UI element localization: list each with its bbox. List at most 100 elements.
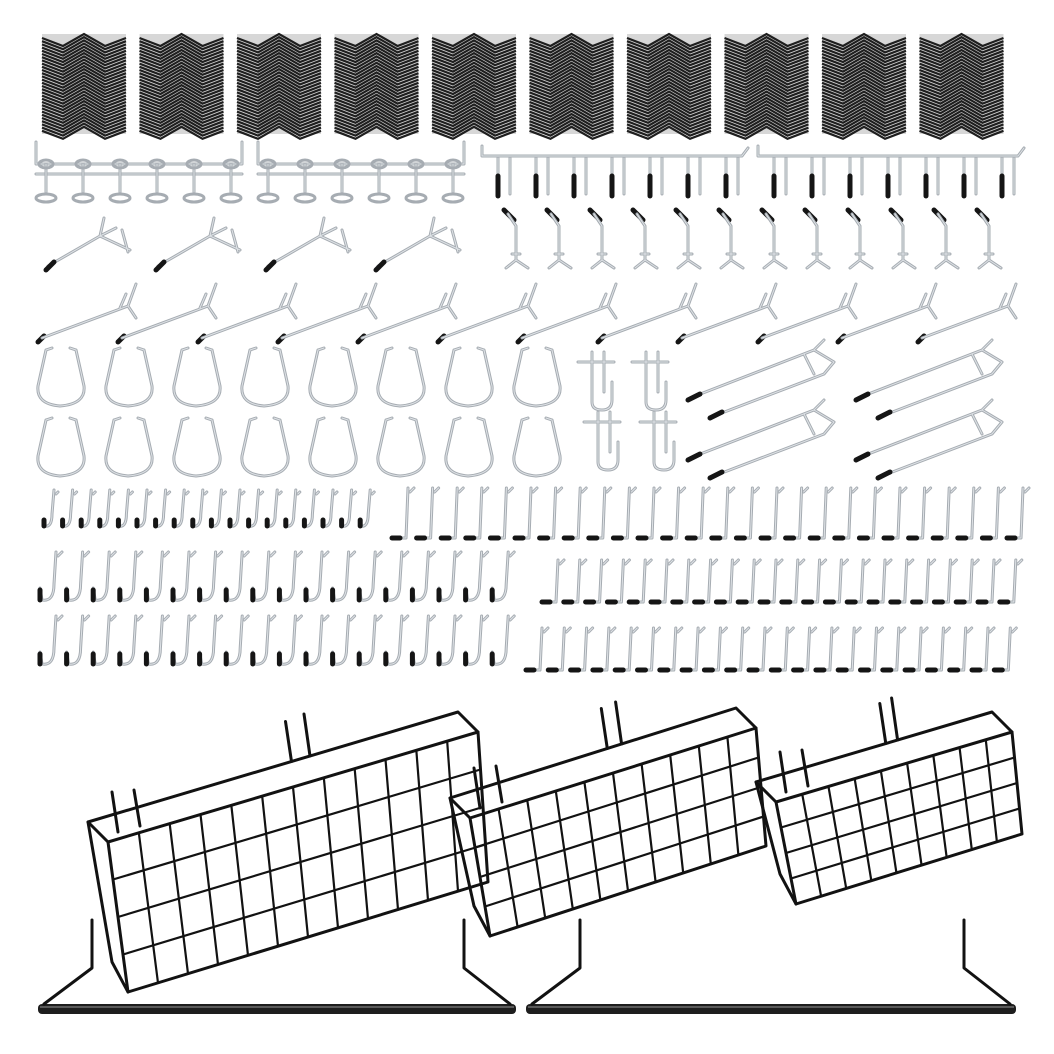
prong-hook [630, 207, 659, 270]
prong-hook [544, 207, 573, 270]
large-j-hook [170, 550, 197, 603]
l-hook [684, 486, 711, 541]
large-j-hook [303, 614, 330, 667]
l-hook [997, 558, 1024, 605]
loop-hook [308, 346, 358, 408]
small-j-hook [190, 488, 209, 529]
l-hook [931, 558, 958, 605]
large-j-hook [356, 550, 383, 603]
large-j-hook [383, 550, 410, 603]
basket-medium [448, 700, 768, 938]
loop-hook [308, 416, 358, 478]
l-hook [610, 486, 637, 541]
l-hooks [389, 486, 1031, 673]
l-hook [604, 558, 631, 605]
spring-clip-rails [480, 144, 1026, 199]
large-j-hook [90, 550, 117, 603]
large-j-hook [117, 614, 144, 667]
loop-hook [240, 346, 290, 408]
clip-rail [756, 144, 1026, 199]
spring-clip [630, 350, 670, 412]
small-j-hook [97, 488, 116, 529]
double-prong-hook [853, 338, 1004, 421]
l-hook [670, 558, 697, 605]
large-j-hook [330, 550, 357, 603]
loop-hook [104, 416, 154, 478]
wire-rail [38, 918, 516, 1014]
angled-hook [595, 282, 698, 345]
large-j-hook [383, 614, 410, 667]
peg-lock-bundles [41, 32, 1004, 141]
large-j-hook [330, 614, 357, 667]
large-j-hook [436, 614, 463, 667]
large-j-hook [197, 550, 224, 603]
large-j-hook [409, 614, 436, 667]
small-j-hook [208, 488, 227, 529]
large-j-hook [489, 614, 516, 667]
peg-lock-bundle [139, 32, 224, 141]
l-hook [953, 558, 980, 605]
ring [108, 192, 132, 204]
angled-hook [755, 282, 858, 345]
prong-hook [802, 207, 831, 270]
angled-hook [35, 282, 138, 345]
ring-holder [256, 140, 466, 204]
angled-hook [435, 282, 538, 345]
large-j-hook [223, 614, 250, 667]
loop-hook [240, 416, 290, 478]
ring-holder [34, 140, 244, 204]
large-j-hook [170, 614, 197, 667]
l-hook [583, 558, 610, 605]
loop-hooks [36, 346, 562, 478]
spring-clips [576, 350, 678, 472]
large-j-hook [303, 550, 330, 603]
ring [145, 192, 169, 204]
basket-hanger [110, 712, 312, 834]
small-j-hook [134, 488, 153, 529]
l-hook [783, 486, 810, 541]
l-hook [487, 486, 514, 541]
l-hook [856, 486, 883, 541]
l-hook [758, 486, 785, 541]
l-hook [512, 486, 539, 541]
l-hook [626, 558, 653, 605]
peg-lock-bundle [334, 32, 419, 141]
l-hook [779, 558, 806, 605]
prong-hook [974, 207, 1003, 270]
l-hook [438, 486, 465, 541]
double-prong-hooks [685, 338, 1004, 481]
angled-hook [355, 282, 458, 345]
peg-lock-bundle [626, 32, 712, 141]
ring [256, 192, 280, 204]
l-hook [724, 626, 751, 673]
spring-clip [576, 350, 616, 412]
l-hook [537, 486, 564, 541]
cross-hook [263, 216, 352, 273]
single-prong-hooks [501, 207, 1003, 270]
ring [34, 192, 58, 204]
prong-hook [888, 207, 917, 270]
spring-clip [582, 410, 622, 472]
l-hook [657, 626, 684, 673]
small-j-hook [171, 488, 190, 529]
large-j-hook [356, 614, 383, 667]
l-hook [832, 486, 859, 541]
small-j-hook [264, 488, 283, 529]
prong-hook [501, 207, 530, 270]
prong-hook [716, 207, 745, 270]
l-hook [969, 626, 996, 673]
basket-hanger [472, 700, 624, 810]
peg-lock-bundle [529, 32, 614, 141]
l-hook [979, 486, 1006, 541]
large-j-hook [197, 614, 224, 667]
l-hook [701, 626, 728, 673]
l-hook [801, 558, 828, 605]
l-hook [612, 626, 639, 673]
basket-large [86, 710, 490, 994]
loop-hook [444, 416, 494, 478]
large-j-hook [463, 550, 490, 603]
peg-lock-bundle [41, 32, 127, 141]
angled-hook [115, 282, 218, 345]
large-j-hook [143, 614, 170, 667]
